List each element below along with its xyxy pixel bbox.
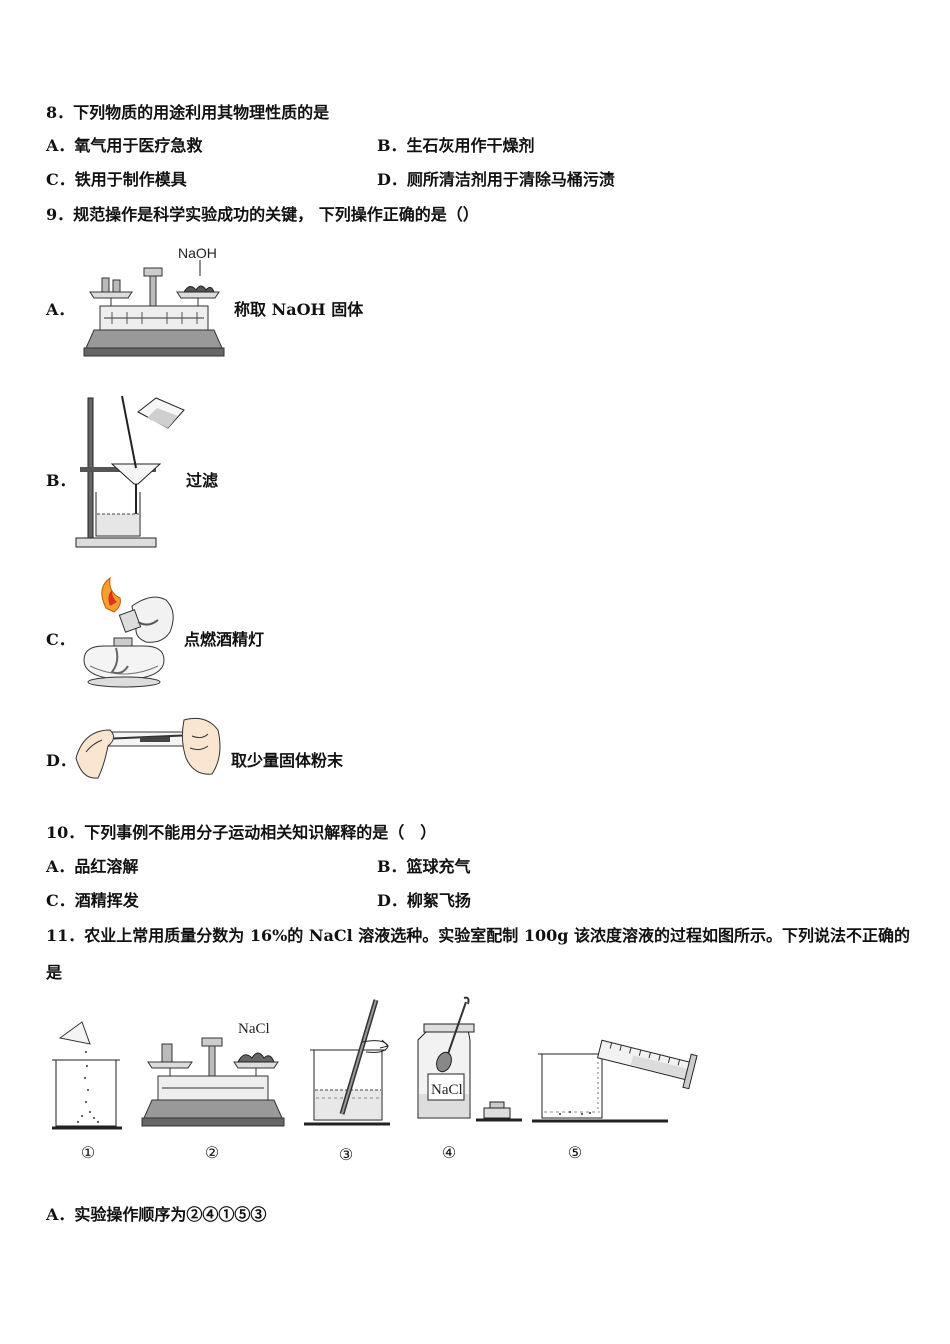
pouring-solid-icon bbox=[50, 1018, 126, 1132]
step-label-2: ② bbox=[204, 1143, 220, 1162]
q9-option-b-letter: B． bbox=[46, 471, 76, 490]
filtration-icon bbox=[72, 394, 192, 552]
q11-option-a: A．实验操作顺序为②④①⑤③ bbox=[46, 1205, 267, 1224]
step-label-3: ③ bbox=[338, 1145, 354, 1164]
q10-option-c: C．酒精挥发 bbox=[46, 891, 139, 910]
q9-option-a-letter: A． bbox=[46, 300, 75, 319]
q9-stem: 9．规范操作是科学实验成功的关键， 下列操作正确的是（） bbox=[46, 205, 479, 224]
q9-option-d-letter: D． bbox=[46, 751, 76, 770]
q8-option-b: B．生石灰用作干燥剂 bbox=[377, 136, 535, 155]
test-tube-icon bbox=[72, 712, 224, 792]
stirring-icon bbox=[302, 996, 394, 1130]
balance-icon: NaOH bbox=[82, 245, 227, 360]
nacl-jar-label: NaCl bbox=[431, 1082, 463, 1098]
step-label-4: ④ bbox=[441, 1143, 457, 1162]
q8-option-c: C．铁用于制作模具 bbox=[46, 170, 187, 189]
weighing-balance-icon: NaCl bbox=[138, 1021, 288, 1130]
q9-option-c-caption: 点燃酒精灯 bbox=[184, 630, 265, 649]
q9-option-b-caption: 过滤 bbox=[186, 471, 219, 490]
q11-stem: 11．农业上常用质量分数为 16%的 NaCl 溶液选种。实验室配制 100g … bbox=[46, 926, 910, 945]
q8-option-a: A．氧气用于医疗急救 bbox=[46, 136, 203, 155]
alcohol-lamp-icon bbox=[76, 578, 180, 690]
q9-option-d-caption: 取少量固体粉末 bbox=[231, 751, 344, 770]
q8-stem: 8．下列物质的用途利用其物理性质的是 bbox=[46, 103, 330, 122]
q9-option-a-caption: 称取 NaOH 固体 bbox=[234, 300, 364, 319]
q11-stem-continued: 是 bbox=[46, 963, 63, 982]
q10-stem: 10．下列事例不能用分子运动相关知识解释的是（ ） bbox=[46, 823, 437, 842]
step-label-1: ① bbox=[80, 1143, 96, 1162]
naoh-label: NaOH bbox=[178, 245, 217, 261]
cylinder-pour-icon bbox=[530, 1028, 702, 1128]
nacl-balance-label: NaCl bbox=[238, 1021, 270, 1037]
q10-option-a: A．品红溶解 bbox=[46, 857, 139, 876]
q10-option-d: D．柳絮飞扬 bbox=[377, 891, 471, 910]
step-label-5: ⑤ bbox=[567, 1143, 583, 1162]
q8-option-d: D．厕所清洁剂用于清除马桶污渍 bbox=[377, 170, 615, 189]
q10-option-b: B．篮球充气 bbox=[377, 857, 471, 876]
q9-option-c-letter: C． bbox=[46, 630, 75, 649]
reagent-jar-icon: NaCl bbox=[414, 994, 524, 1128]
